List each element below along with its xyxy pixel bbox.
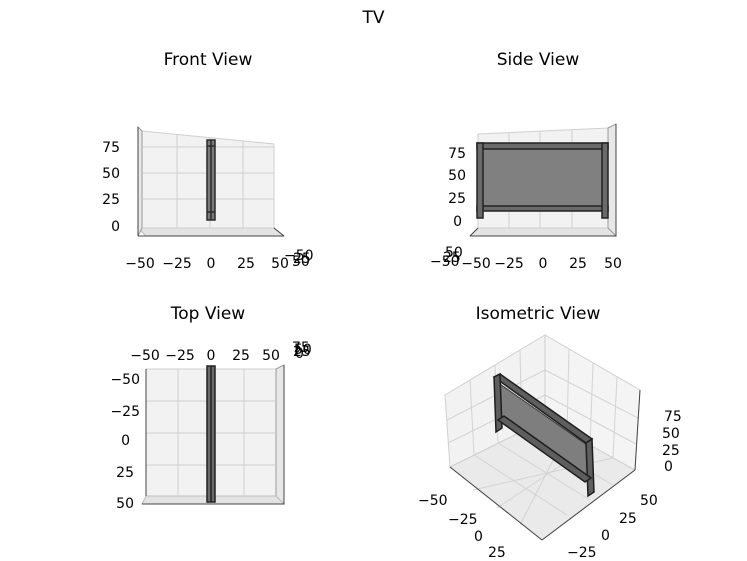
side-view-z-tick: 75 (448, 146, 466, 162)
isometric-view-axes: 75 50 25 0 −50 −25 0 25 50 25 0 −25 (418, 334, 682, 561)
front-view-x-tick: 0 (207, 256, 216, 272)
front-view-depth-tick: 50 (292, 254, 310, 270)
front-view-depth-tick: 25 (293, 251, 311, 267)
isometric-view-tv (492, 372, 595, 498)
top-view-y-tick: −50 (110, 372, 140, 388)
side-view-z-tick: 25 (448, 191, 466, 207)
side-view-floor-pane (468, 227, 617, 237)
front-view-x-tick: 50 (271, 256, 289, 272)
top-view-right-pane (275, 364, 285, 506)
isometric-view-x-tick: −25 (448, 512, 478, 528)
side-view-title: Side View (496, 50, 580, 70)
isometric-view-z-tick: 25 (662, 443, 680, 459)
top-view-x-tick: −50 (130, 348, 160, 364)
isometric-view-y-tick: 50 (640, 493, 658, 509)
isometric-view-title: Isometric View (475, 304, 601, 324)
front-view-x-tick: 25 (237, 256, 255, 272)
side-view-y-tick: 0 (539, 256, 548, 272)
front-view-x-tick: −50 (125, 256, 155, 272)
side-view-right-pane (607, 123, 617, 238)
top-view-y-tick: 50 (116, 496, 134, 512)
side-view-tv (476, 142, 609, 219)
front-view-z-tick: 75 (102, 140, 120, 156)
front-view-floor-pane (136, 227, 286, 237)
top-view-depth-tick: 0 (295, 346, 304, 362)
front-view-x-tick: −25 (162, 256, 192, 272)
side-view-depth-tick: 50 (445, 245, 463, 261)
side-view-y-tick: −25 (494, 256, 524, 272)
top-view-depth-tick: 50 (294, 342, 312, 358)
isometric-view-x-tick: 25 (488, 545, 506, 561)
front-view-left-pane (137, 125, 143, 237)
side-view-z-tick: 50 (448, 168, 466, 184)
front-view-z-tick: 25 (102, 192, 120, 208)
isometric-view-y-tick: 0 (601, 528, 610, 544)
front-view-axes: −50 −25 0 25 50 75 50 25 0 −50 25 50 (102, 125, 314, 272)
isometric-view-x-tick: 0 (474, 529, 483, 545)
front-view-z-tick: 50 (102, 166, 120, 182)
side-view-y-tick: 25 (569, 256, 587, 272)
side-view-depth-tick: 25 (443, 250, 461, 266)
front-view-title: Front View (163, 50, 253, 70)
top-view-depth-tick: 75 (292, 340, 310, 356)
top-view-y-tick: 0 (121, 433, 130, 449)
isometric-view-z-tick: 75 (664, 409, 682, 425)
side-view-axes: −50 −25 0 25 50 75 50 25 0 50 25 −50 (430, 123, 622, 272)
top-view-x-tick: 50 (262, 348, 280, 364)
figure-title: TV (362, 8, 385, 28)
side-view-y-tick: −50 (461, 256, 491, 272)
isometric-view-y-tick: −25 (567, 545, 597, 561)
front-view-z-tick: 0 (111, 219, 120, 235)
top-view-depth-tick: 25 (293, 344, 311, 360)
top-view-title: Top View (170, 304, 246, 324)
front-view-depth-tick: −50 (284, 248, 314, 264)
isometric-view-x-tick: −50 (418, 493, 448, 509)
side-view-depth-tick: −50 (430, 254, 460, 270)
top-view-y-tick: −25 (110, 404, 140, 420)
isometric-view-z-tick: 50 (662, 426, 680, 442)
top-view-y-tick: 25 (116, 465, 134, 481)
side-view-y-tick: 50 (604, 256, 622, 272)
top-view-tv (206, 365, 216, 503)
side-view-z-tick: 0 (453, 214, 462, 230)
top-view-axes: −50 −25 0 25 50 −50 −25 0 25 50 75 50 25… (110, 340, 311, 512)
isometric-view-z-tick: 0 (664, 459, 673, 475)
isometric-view-y-tick: 25 (619, 511, 637, 527)
top-view-x-tick: 25 (232, 348, 250, 364)
top-view-x-tick: −25 (165, 348, 195, 364)
front-view-tv (206, 139, 216, 221)
top-view-x-tick: 0 (207, 348, 216, 364)
